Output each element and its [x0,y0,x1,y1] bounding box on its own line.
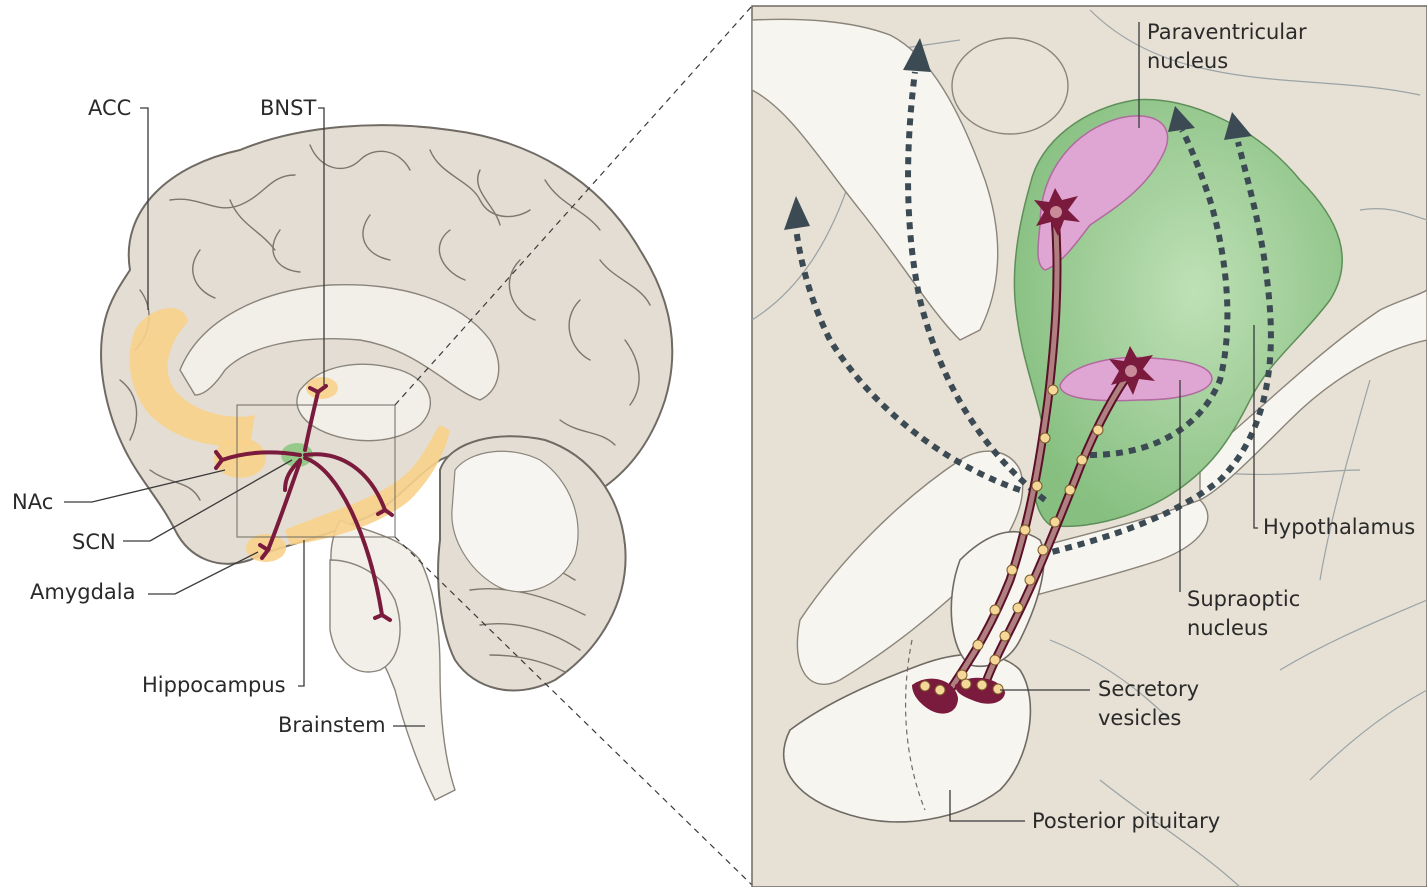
label-secretory-2: vesicles [1098,706,1181,730]
label-secretory: Secretory [1098,677,1199,701]
label-paraventricular-2: nucleus [1147,49,1228,73]
sagittal-brain [101,125,672,800]
mamillary-structure [952,38,1068,134]
label-amygdala: Amygdala [30,580,135,604]
label-hypothalamus: Hypothalamus [1263,515,1415,539]
label-scn: SCN [72,530,116,554]
label-acc: ACC [88,96,131,120]
label-paraventricular: Paraventricular [1147,20,1307,44]
label-brainstem: Brainstem [278,713,386,737]
label-supraoptic-2: nucleus [1187,616,1268,640]
label-nac: NAc [12,490,53,514]
label-bnst: BNST [260,96,316,120]
inset-panel: Paraventricular nucleus Hypothalamus Sup… [752,6,1427,887]
label-posterior-pituitary: Posterior pituitary [1032,809,1220,833]
label-hippocampus: Hippocampus [142,673,286,697]
label-supraoptic: Supraoptic [1187,587,1300,611]
